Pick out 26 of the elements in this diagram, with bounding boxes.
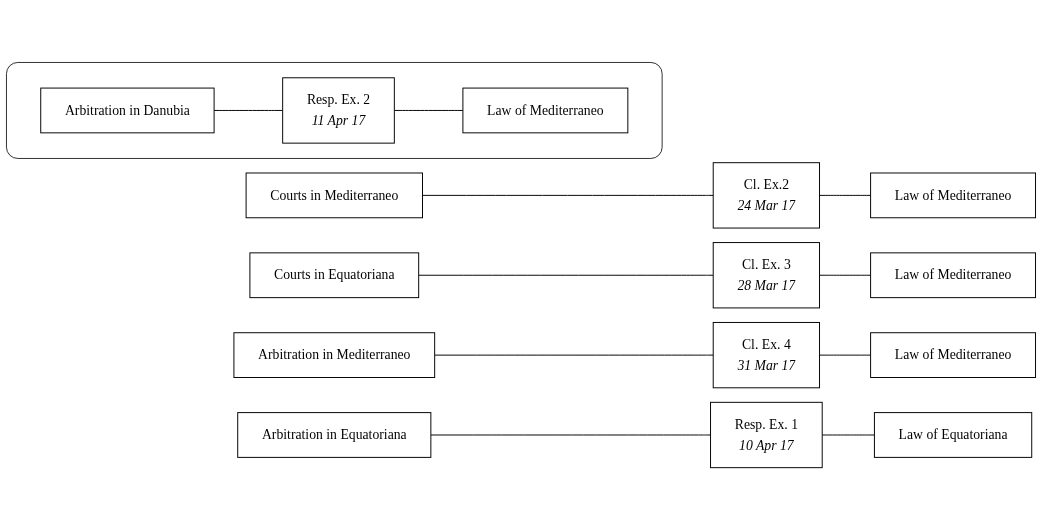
connector <box>213 110 284 112</box>
connector <box>434 355 714 357</box>
node-box: Law of Mediterraneo <box>870 172 1037 219</box>
node-box: Arbitration in Equatoriana <box>237 412 432 459</box>
node-box: Cl. Ex. 3 28 Mar 17 <box>712 242 820 309</box>
node-box: Law of Mediterraneo <box>870 332 1037 379</box>
connector <box>821 434 875 436</box>
connector <box>422 195 714 197</box>
node-box: Resp. Ex. 2 11 Apr 17 <box>282 77 395 145</box>
connector <box>418 275 714 277</box>
connector <box>819 275 872 277</box>
node-box: Arbitration in Danubia <box>40 88 215 134</box>
connector <box>819 195 872 197</box>
node-box: Law of Mediterraneo <box>870 252 1037 299</box>
node-box: Law of Mediterraneo <box>462 88 629 134</box>
node-box: Arbitration in Mediterraneo <box>233 332 436 379</box>
node-box: Law of Equatoriana <box>873 412 1033 459</box>
node-box: Resp. Ex. 1 10 Apr 17 <box>710 402 823 469</box>
connector <box>819 355 872 357</box>
node-box: Courts in Equatoriana <box>249 252 420 299</box>
connector <box>430 434 712 436</box>
node-box: Courts in Mediterraneo <box>245 172 423 219</box>
cluster <box>6 62 663 160</box>
node-box: Cl. Ex.2 24 Mar 17 <box>712 162 820 229</box>
node-box: Cl. Ex. 4 31 Mar 17 <box>712 322 820 389</box>
connector <box>393 110 464 112</box>
